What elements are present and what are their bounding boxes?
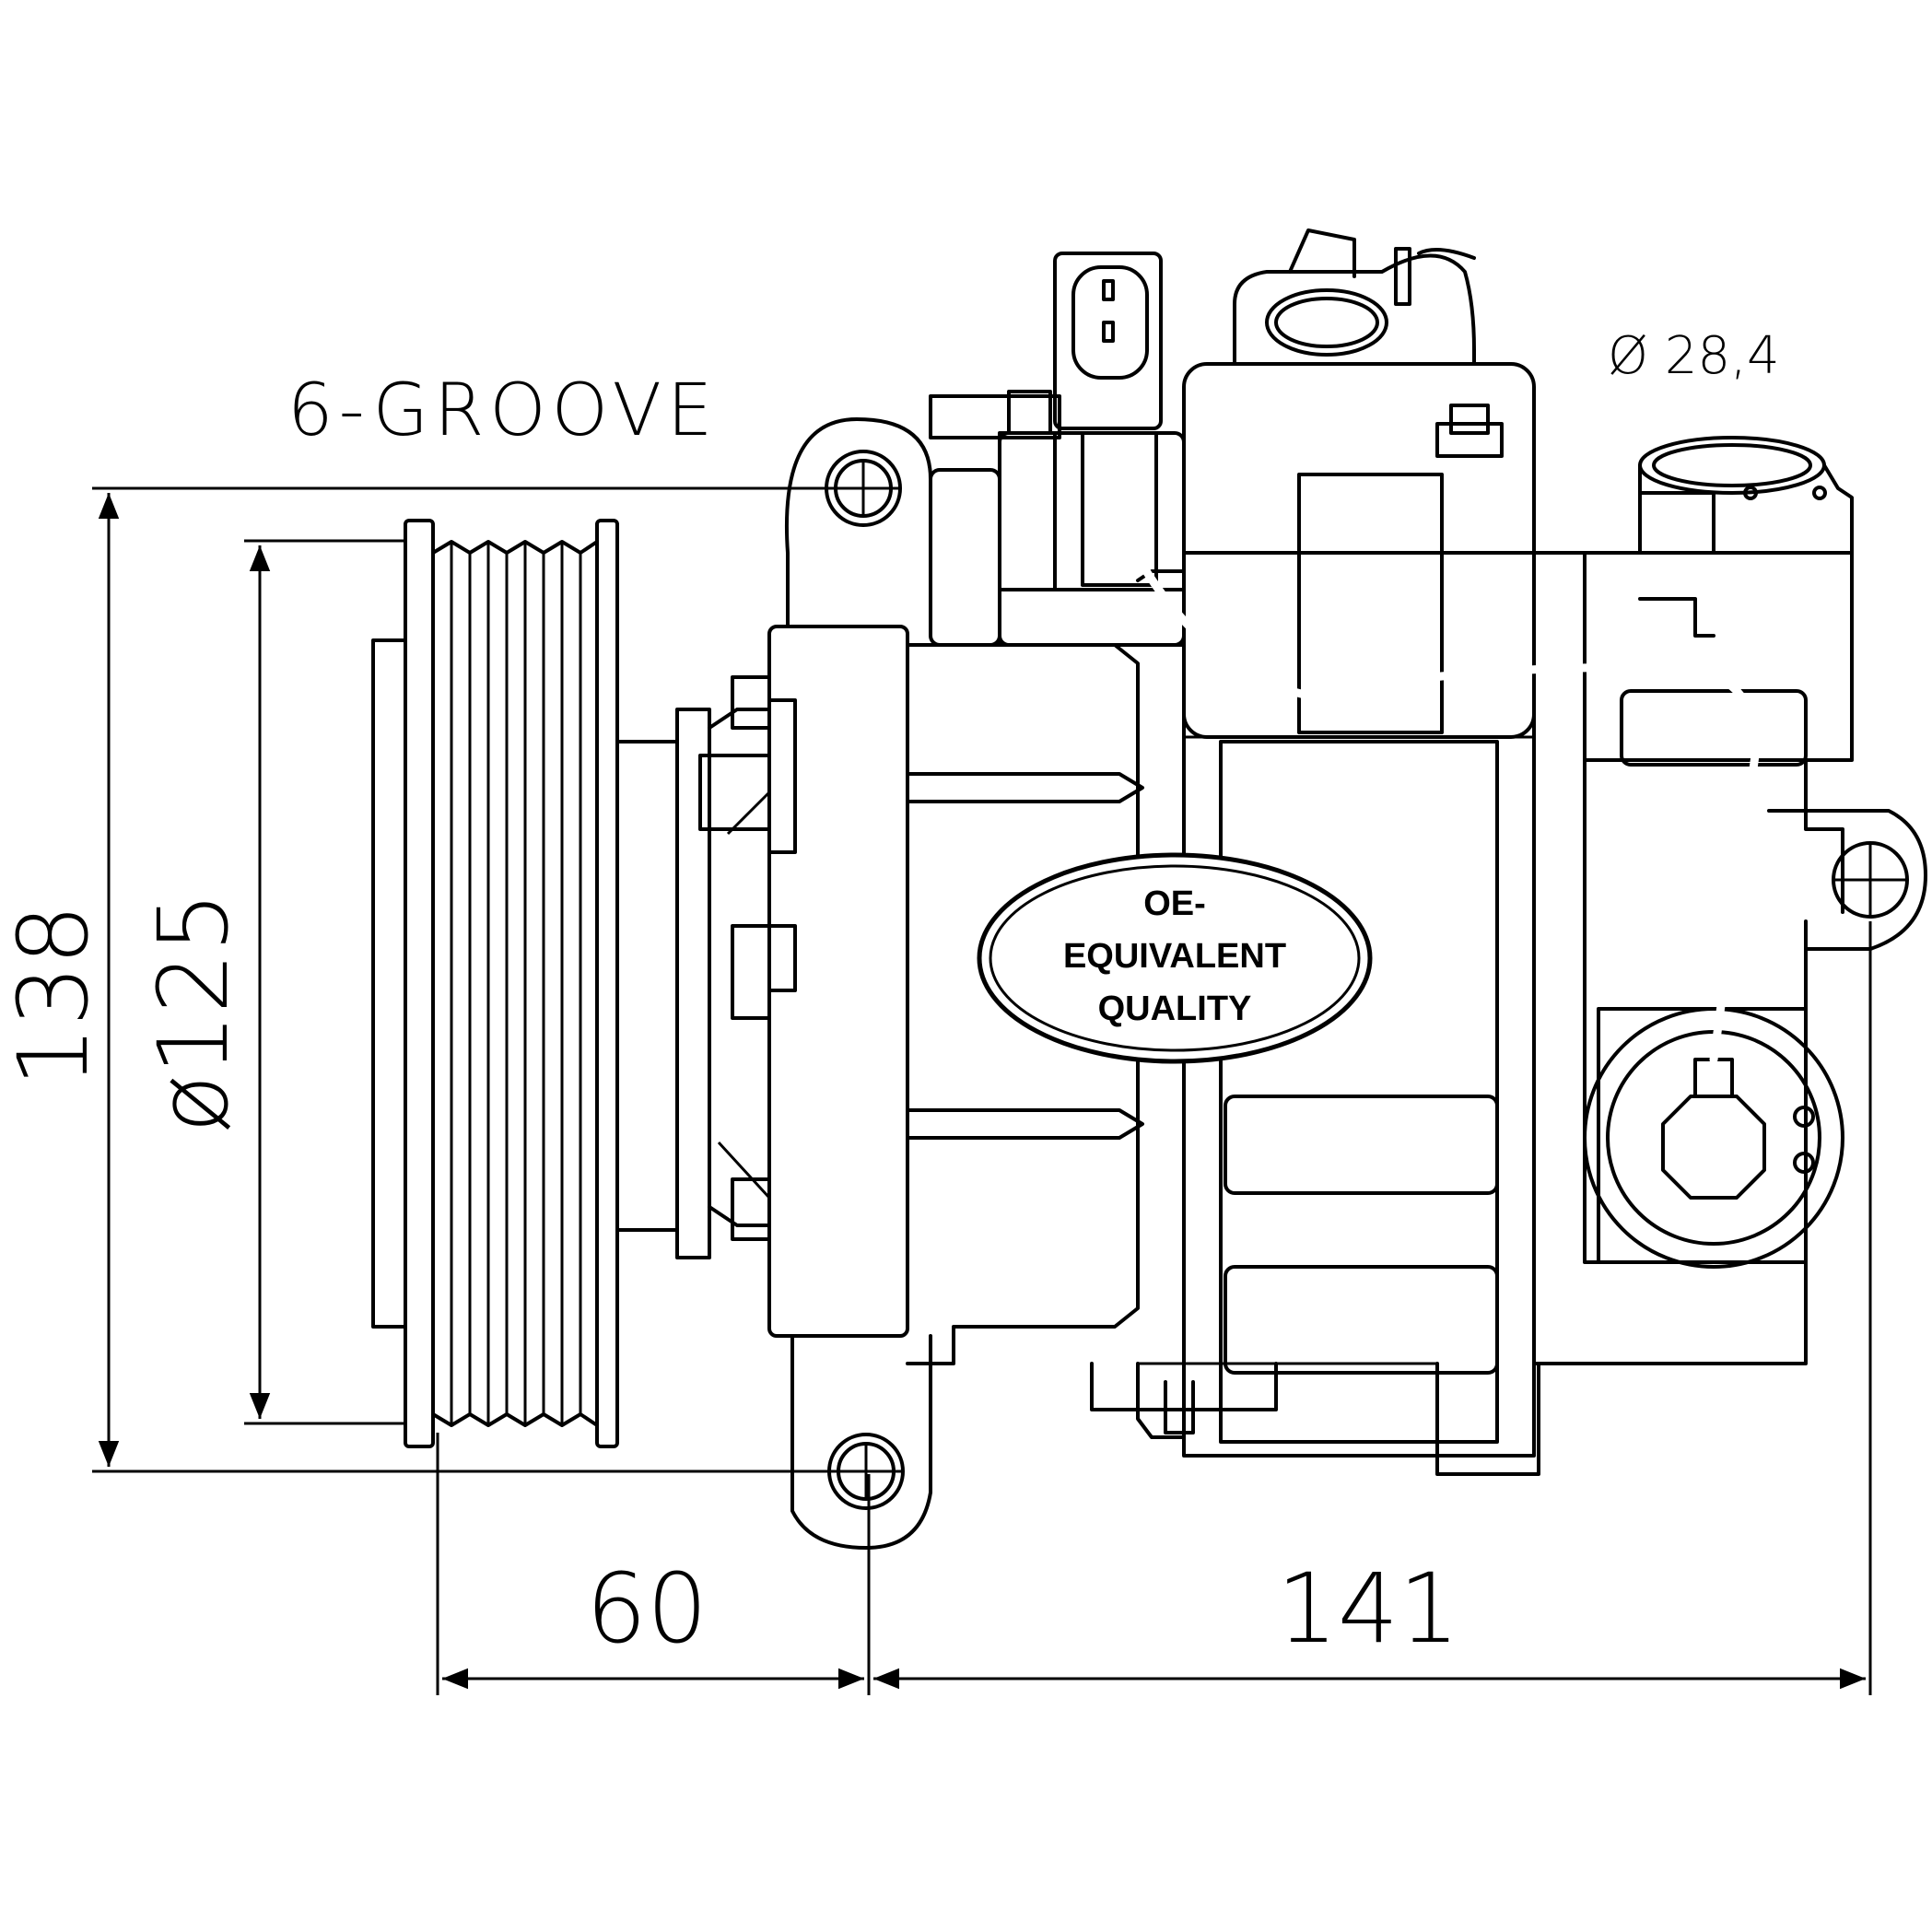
badge-line-2: EQUIVALENT <box>1063 937 1286 976</box>
badge-line-3: QUALITY <box>1098 989 1252 1028</box>
dimension-labels: 6-GROOVE Ø 28,4 138 ø125 60 141 <box>0 326 1780 1665</box>
body-length-label: 141 <box>1277 1552 1460 1665</box>
pulley-diameter-label: ø125 <box>137 892 250 1133</box>
oe-quality-badge: OE- EQUIVALENT QUALITY <box>977 852 1373 1064</box>
port-diameter-label: Ø 28,4 <box>1608 326 1780 386</box>
badge-line-1: OE- <box>1143 884 1206 923</box>
pulley-offset-label: 60 <box>586 1552 708 1665</box>
front-housing <box>698 417 932 1550</box>
groove-label: 6-GROOVE <box>287 369 718 452</box>
compressor-body <box>906 228 1927 1476</box>
dimension-lines <box>92 486 1872 1695</box>
pulley <box>371 519 711 1448</box>
overall-height-label: 138 <box>0 904 110 1087</box>
